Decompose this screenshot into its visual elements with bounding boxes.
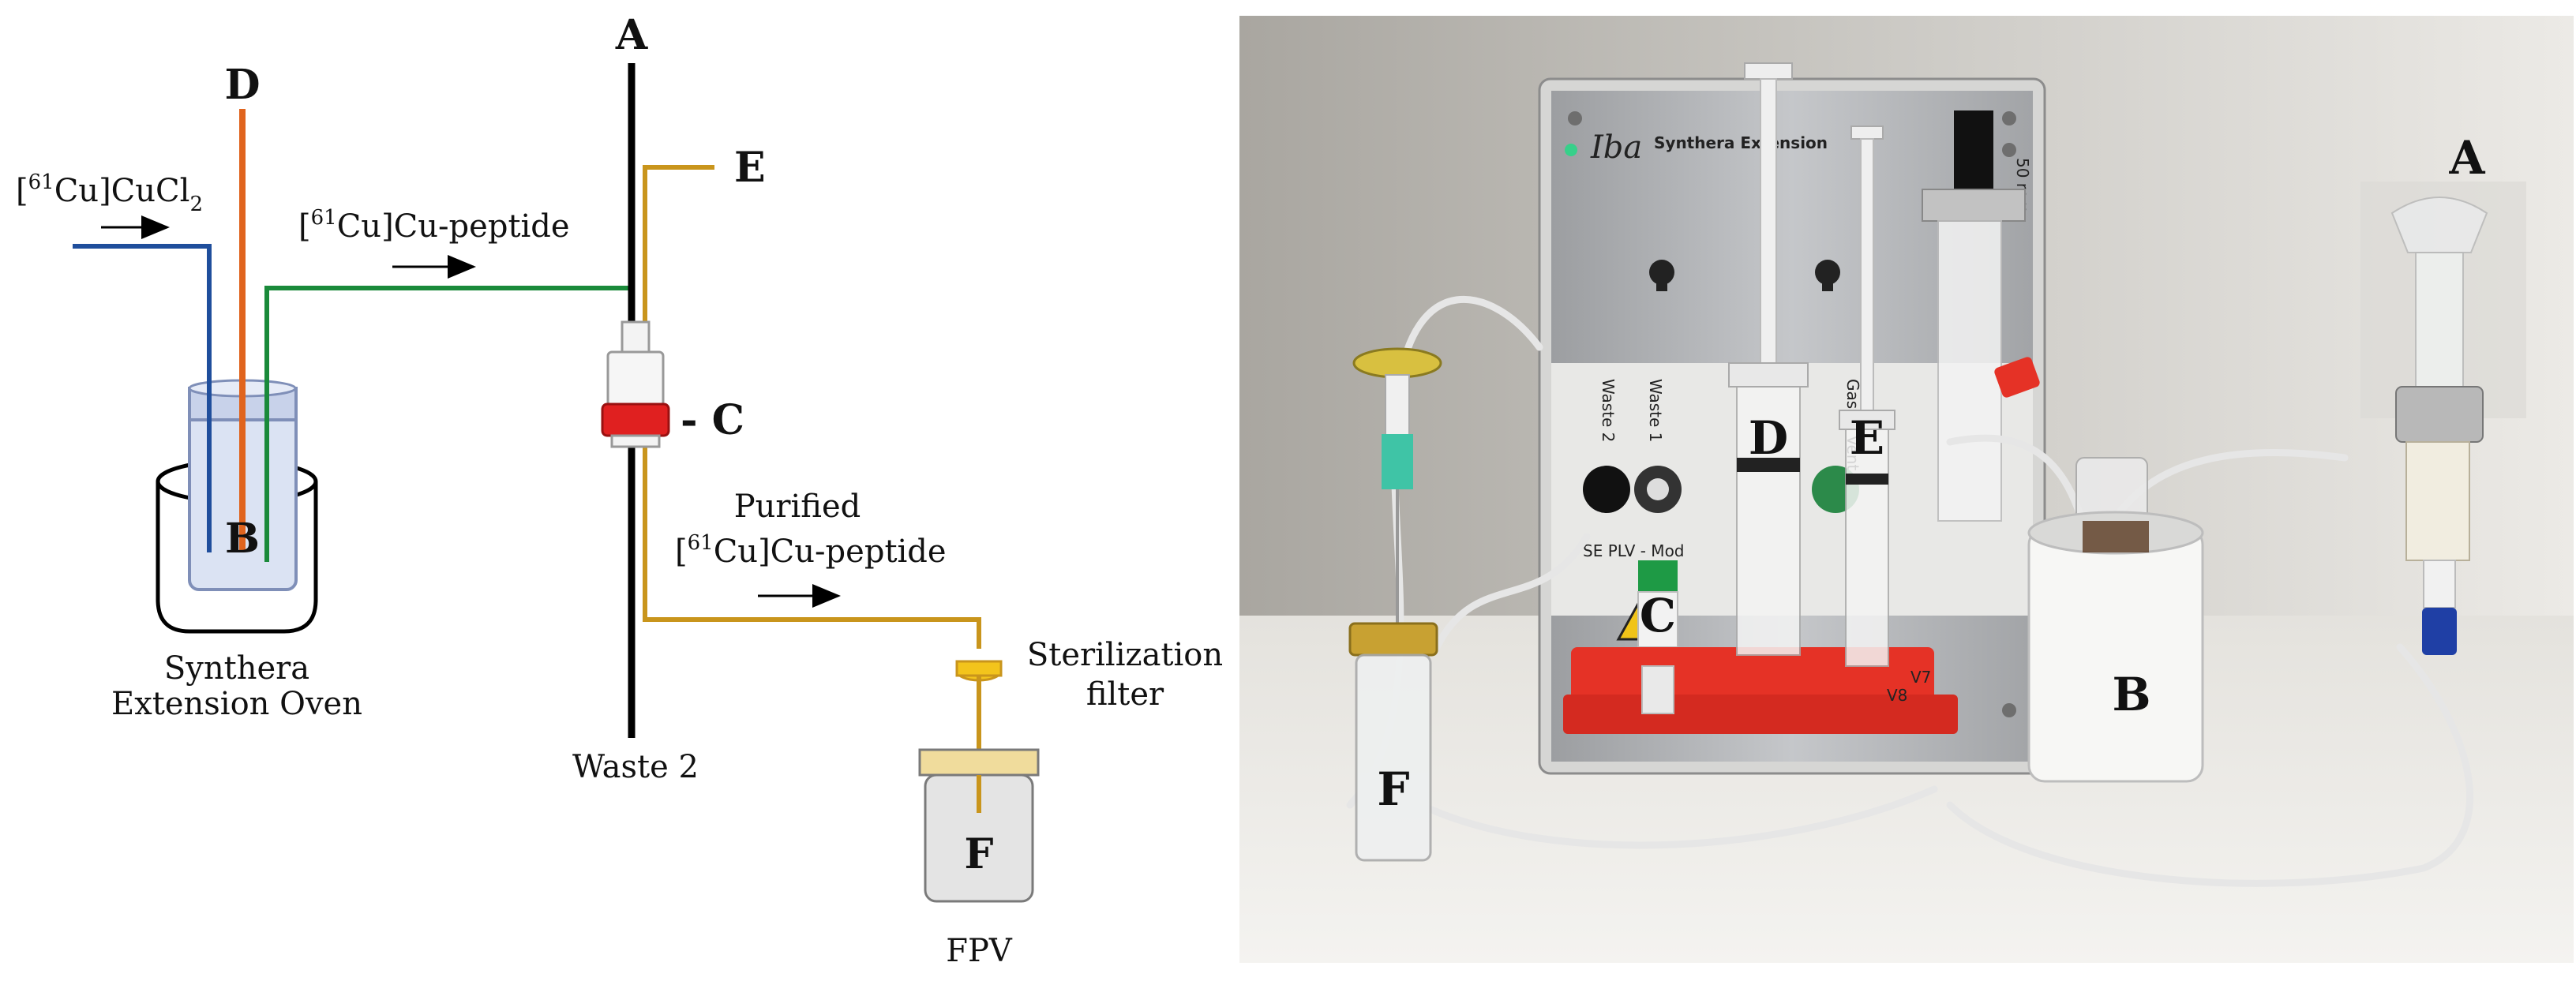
line-e	[643, 165, 714, 325]
syringe-e	[1839, 125, 1895, 667]
label-f: F	[965, 830, 994, 878]
cartridge-c-photo	[1634, 560, 1682, 714]
label-e: E	[734, 144, 766, 192]
filter-label-line1: Sterilization	[1027, 637, 1223, 673]
device-brand: Iba	[1590, 129, 1642, 166]
valve-v8-label: V8	[1887, 686, 1907, 705]
waste2-label: Waste 2	[572, 749, 699, 785]
device-front-text: SE PLV - Mod	[1583, 541, 1685, 560]
cu-peptide-line	[264, 286, 634, 562]
device-title: Synthera Extension	[1654, 133, 1828, 152]
waste2-port-label: Waste 2	[1599, 379, 1618, 442]
label-d: D	[224, 61, 260, 109]
cartridge-c	[601, 320, 670, 448]
photo-label-d: D	[1749, 411, 1788, 465]
oven-b-photo	[2027, 457, 2204, 783]
schematic-diagram: A D E - C B F [61Cu]CuCl2 [61Cu]Cu-pepti…	[16, 11, 1223, 969]
filter-label-line2: filter	[1086, 676, 1164, 713]
purified-label-line1: Purified	[734, 489, 861, 525]
purified-label-line2: [61Cu]Cu-peptide	[675, 531, 947, 570]
fpv-vial-photo	[1348, 622, 1438, 862]
photo-label-b: B	[2112, 668, 2150, 721]
fpv-vial-f	[918, 748, 1040, 903]
sterile-filter-photo	[1352, 347, 1442, 631]
photo-label-a: A	[2448, 131, 2485, 185]
device-photo: Iba Synthera Extension Waste 2 Waste 1 G…	[1239, 16, 2574, 963]
label-c: - C	[681, 396, 744, 444]
oven-label-line1: Synthera	[164, 650, 309, 687]
cu-peptide-label: [61Cu]Cu-peptide	[298, 206, 570, 245]
valve-v7-label: V7	[1910, 668, 1931, 687]
vial-a-photo	[2390, 197, 2488, 655]
cucl2-label: [61Cu]CuCl2	[16, 170, 203, 216]
oven-label-line2: Extension Oven	[111, 686, 362, 722]
syringe-d	[1728, 62, 1809, 656]
photo-label-c: C	[1640, 589, 1676, 642]
purified-line	[643, 442, 981, 649]
waste1-port-label: Waste 1	[1646, 379, 1665, 442]
fpv-label: FPV	[946, 933, 1013, 969]
photo-label-e: E	[1850, 411, 1884, 465]
photo-label-f: F	[1377, 762, 1409, 816]
label-b: B	[225, 515, 260, 563]
label-a: A	[615, 11, 648, 59]
cucl2-inlet-line	[73, 244, 212, 552]
metering-syringe	[1922, 110, 2026, 522]
